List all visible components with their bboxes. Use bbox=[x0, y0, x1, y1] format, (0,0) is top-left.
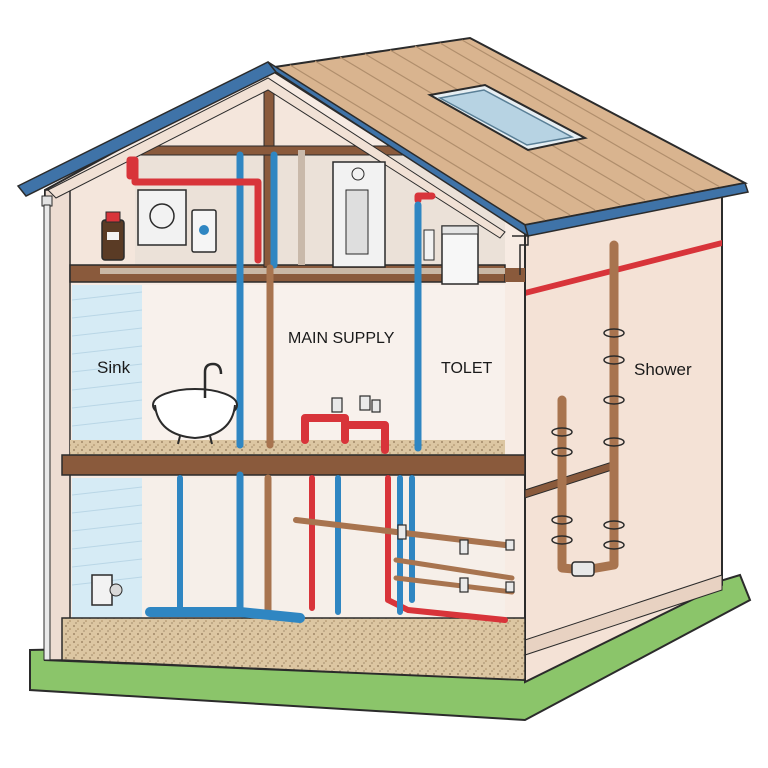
pressure-tank bbox=[191, 209, 217, 253]
basement-cold-vertical bbox=[177, 475, 415, 615]
electrical-panel-door bbox=[345, 189, 369, 255]
sink-fixture bbox=[152, 362, 238, 445]
vent-fan-icon bbox=[149, 203, 175, 229]
label-toilet: TOLET bbox=[441, 360, 493, 377]
shower-valve bbox=[571, 561, 595, 577]
hot-attic-pipe bbox=[126, 156, 262, 264]
roof-underside bbox=[47, 77, 506, 239]
supply-valves bbox=[331, 395, 515, 593]
skylight bbox=[427, 83, 588, 152]
hot-manifold bbox=[301, 414, 389, 454]
attic-post bbox=[298, 150, 305, 265]
panel-vent-icon bbox=[351, 167, 365, 181]
exterior-wall-band bbox=[525, 240, 722, 296]
label-main-supply: MAIN SUPPLY bbox=[288, 330, 395, 347]
attic-box-left bbox=[137, 189, 187, 246]
gutter-left bbox=[41, 195, 53, 661]
hot-supply-attic-right bbox=[414, 192, 436, 204]
shower-pipe-clamps bbox=[551, 328, 625, 550]
wall-outlet bbox=[91, 574, 123, 606]
attic-floor-top bbox=[100, 268, 505, 274]
label-sink: Sink bbox=[97, 358, 131, 377]
label-shower: Shower bbox=[634, 360, 692, 379]
basement-supply-horizontal bbox=[393, 557, 515, 595]
basement-main-drain bbox=[145, 607, 305, 623]
water-heater-tank bbox=[101, 211, 125, 261]
expansion-tank bbox=[441, 225, 479, 285]
filter-canister bbox=[423, 229, 435, 261]
basement-gravel bbox=[61, 617, 526, 681]
roof-level-beam bbox=[505, 268, 525, 282]
basement-room bbox=[142, 478, 505, 618]
ground-floor-gravel bbox=[70, 440, 505, 458]
ground-floor-beam bbox=[61, 454, 526, 476]
gutter-right bbox=[512, 235, 529, 275]
